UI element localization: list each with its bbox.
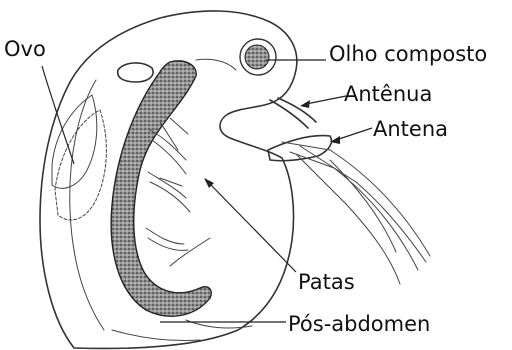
antenna [268,136,430,284]
label-pos-abdomen: Pós-abdomen [288,312,430,336]
label-ovo: Ovo [4,37,46,61]
post-abdomen [112,320,252,341]
label-patas: Patas [298,270,355,294]
label-olho-composto: Olho composto [329,42,487,66]
pointer-patas [210,184,296,272]
compound-eye [240,39,276,75]
pointer-antenula [306,96,346,104]
label-antenula: Antênua [344,82,432,106]
gut [111,61,211,316]
label-antena: Antena [373,117,448,141]
pointer-antenula-head [300,100,310,108]
pointer-antena [336,128,372,140]
legs [146,118,210,266]
